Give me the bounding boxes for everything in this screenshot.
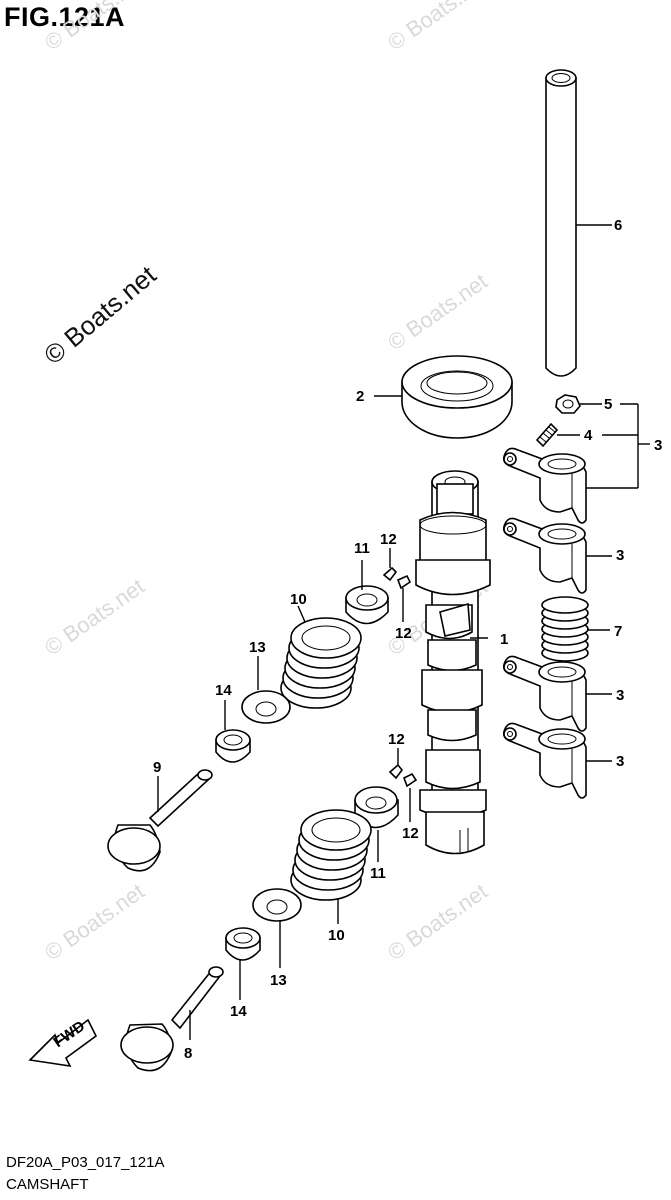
callout-12: 12	[402, 825, 419, 842]
callout-4: 4	[584, 427, 593, 444]
callout-12: 12	[395, 625, 412, 642]
callout-3: 3	[616, 547, 624, 564]
part-3-rocker-arm	[502, 447, 587, 524]
callout-10: 10	[290, 591, 307, 608]
part-13-seat-lower	[252, 888, 302, 968]
part-10-valve-spring-upper	[280, 605, 362, 709]
callout-9: 9	[153, 759, 161, 776]
callout-2: 2	[356, 388, 364, 405]
part-8-valve	[120, 966, 224, 1072]
callout-3: 3	[616, 687, 624, 704]
part-5-nut	[555, 394, 602, 414]
callout-14: 14	[215, 682, 232, 699]
part-11-retainer-upper	[345, 560, 389, 625]
callout-11: 11	[354, 540, 370, 557]
figure-title: FIG.121A	[4, 2, 126, 32]
part-3-rocker-arm	[502, 655, 612, 732]
callout-11: 11	[370, 865, 386, 882]
part-13-seat-upper	[241, 656, 291, 724]
callout-12: 12	[380, 531, 397, 548]
part-6-pushrod	[545, 69, 612, 377]
part-12-cotter-upper	[382, 548, 412, 622]
callout-12: 12	[388, 731, 405, 748]
part-14-seal-upper	[215, 700, 251, 763]
callout-5: 5	[604, 396, 612, 413]
part-1-camshaft	[415, 470, 491, 855]
callout-bracket-3	[586, 403, 650, 489]
part-2-oil-seal	[374, 355, 513, 439]
fwd-arrow: FWD	[28, 1018, 98, 1068]
callout-3: 3	[654, 437, 662, 454]
callout-6: 6	[614, 217, 622, 234]
part-9-valve	[107, 769, 213, 872]
callout-3: 3	[616, 753, 624, 770]
diagram-caption: CAMSHAFT	[6, 1176, 89, 1193]
callout-14: 14	[230, 1003, 247, 1020]
callout-7: 7	[614, 623, 622, 640]
part-10-valve-spring-lower	[290, 809, 372, 924]
drawing-code: DF20A_P03_017_121A	[6, 1154, 165, 1171]
part-12-cotter-lower	[388, 748, 418, 822]
callout-10: 10	[328, 927, 345, 944]
callout-13: 13	[270, 972, 287, 989]
part-3-rocker-arm	[502, 722, 612, 799]
part-14-seal-lower	[225, 927, 261, 1000]
callout-8: 8	[184, 1045, 192, 1062]
callout-1: 1	[500, 631, 508, 648]
callout-13: 13	[249, 639, 266, 656]
part-4-adjust-screw	[535, 422, 580, 448]
part-7-spring	[541, 596, 610, 662]
part-3-rocker-arm	[502, 517, 612, 594]
